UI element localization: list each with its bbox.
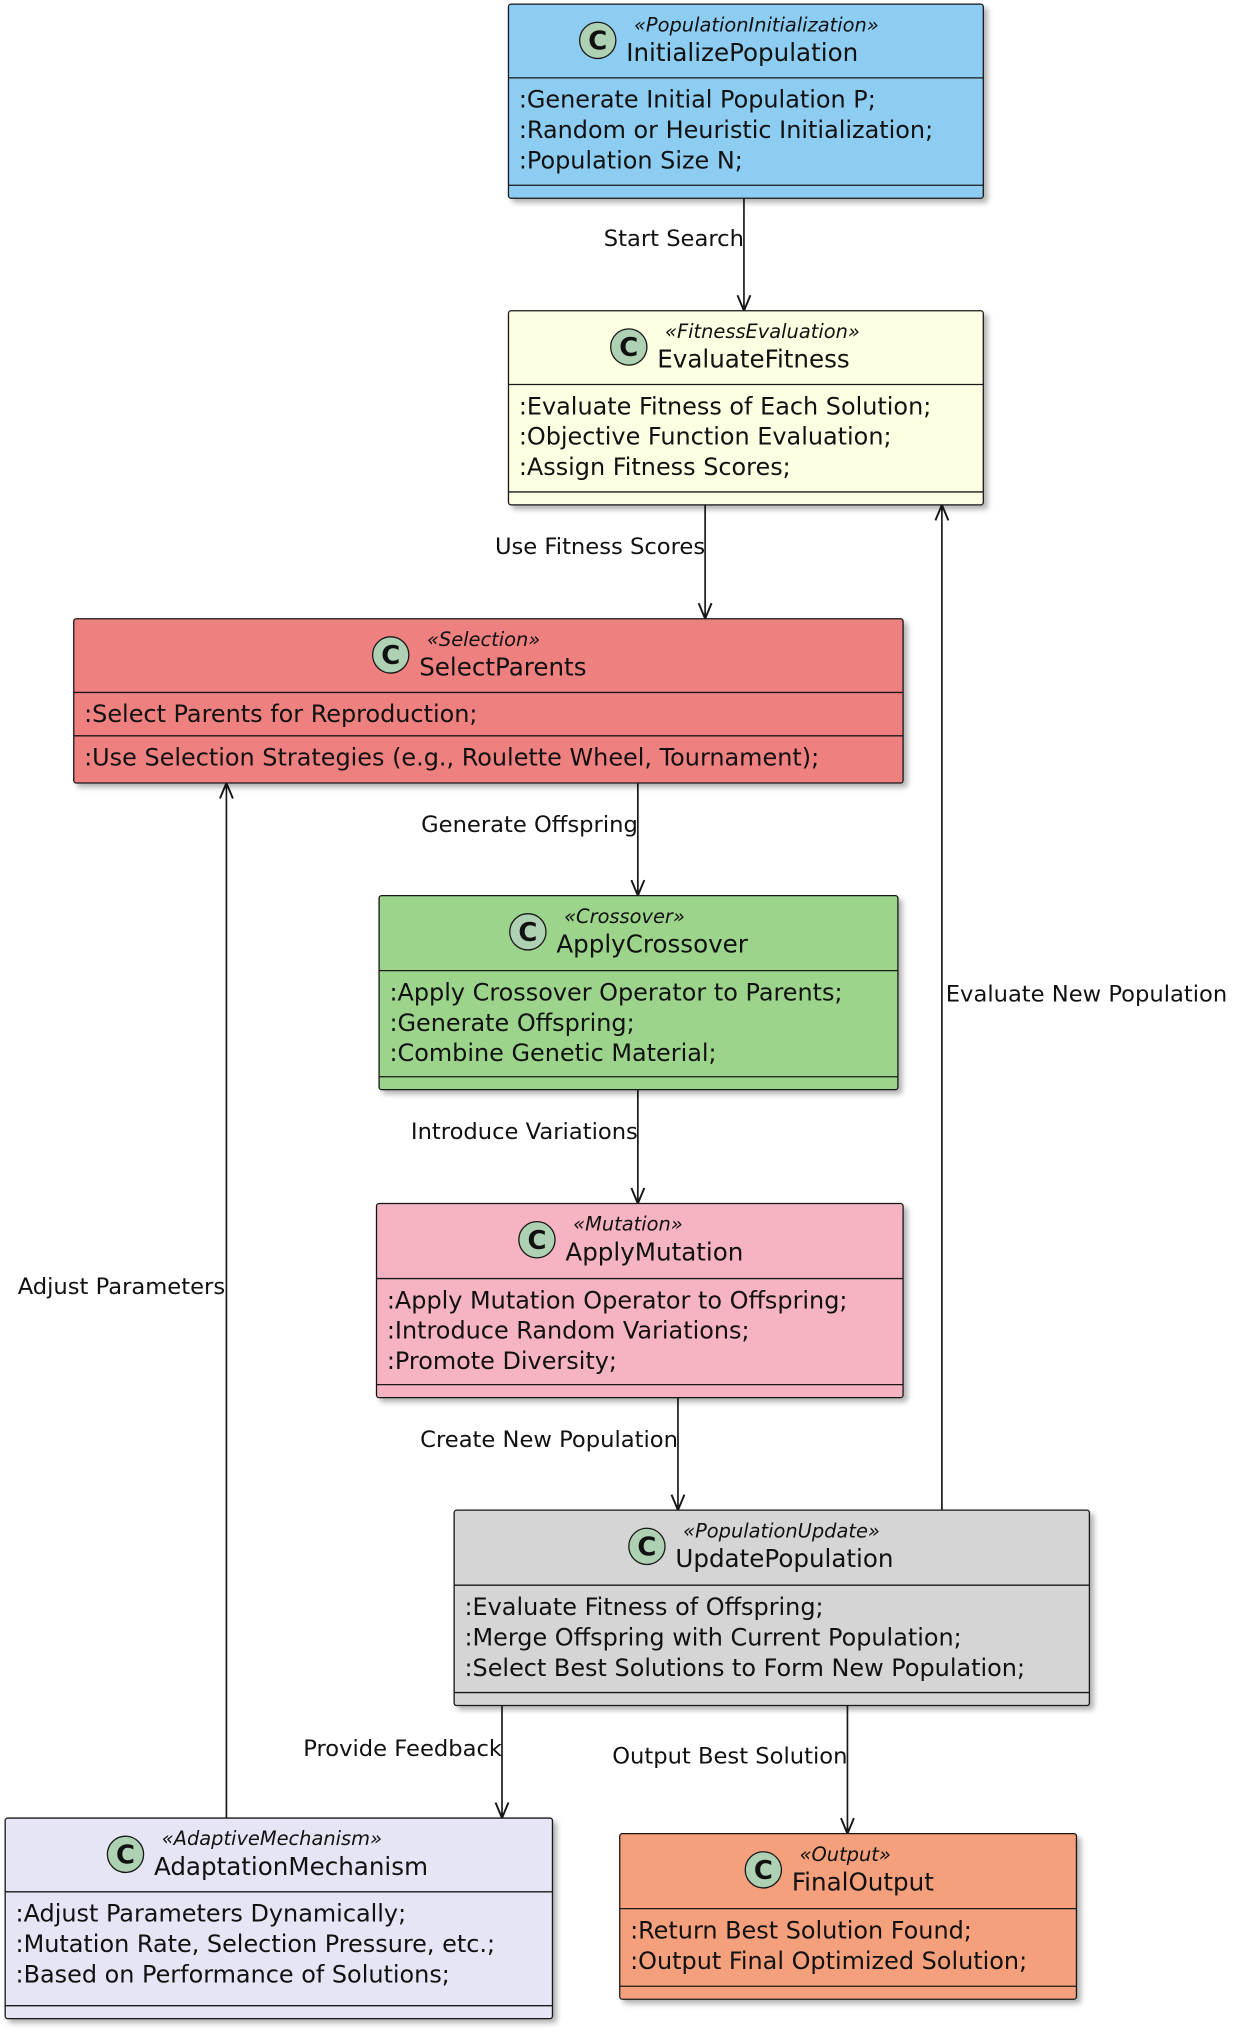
- edge-update-to-final: Output Best Solution: [612, 1705, 855, 1837]
- class-member: :Select Best Solutions to Form New Popul…: [464, 1654, 1025, 1682]
- edge-label: Introduce Variations: [411, 1119, 638, 1145]
- class-member: :Population Size N;: [519, 146, 743, 174]
- class-member: :Use Selection Strategies (e.g., Roulett…: [84, 744, 819, 772]
- class-member: :Random or Heuristic Initialization;: [519, 116, 933, 144]
- edge-update-to-eval: Evaluate New Population: [934, 502, 1227, 1511]
- class-box: [73, 618, 904, 784]
- edge-label: Adjust Parameters: [18, 1274, 225, 1300]
- class-c-letter: C: [116, 1840, 135, 1870]
- class-node-adapt: C «AdaptiveMechanism»AdaptationMechanism:…: [4, 1817, 554, 2020]
- class-member: :Combine Genetic Material;: [389, 1039, 716, 1067]
- class-stereotype: «PopulationUpdate»: [683, 1519, 880, 1542]
- edge-label: Generate Offspring: [421, 812, 638, 838]
- class-node-eval: C «FitnessEvaluation»EvaluateFitness :Eval…: [507, 310, 984, 506]
- class-c-letter: C: [527, 1226, 546, 1256]
- class-name: UpdatePopulation: [675, 1544, 893, 1573]
- class-member: :Adjust Parameters Dynamically;: [16, 1900, 407, 1928]
- class-c-icon: [610, 328, 648, 366]
- class-member: :Introduce Random Variations;: [387, 1317, 750, 1345]
- class-c-letter: C: [754, 1856, 773, 1886]
- class-box: [378, 894, 899, 1091]
- class-box: [619, 1832, 1078, 2000]
- edge-cross-to-mut: Introduce Variations: [411, 1089, 646, 1207]
- class-c-letter: C: [381, 641, 400, 671]
- class-member: :Assign Fitness Scores;: [519, 453, 791, 481]
- class-name: ApplyMutation: [565, 1237, 743, 1266]
- edge-label: Evaluate New Population: [946, 982, 1227, 1008]
- class-member: :Generate Initial Population P;: [519, 86, 876, 114]
- class-c-icon: [578, 21, 617, 60]
- class-c-icon: [518, 1220, 556, 1259]
- class-member: :Evaluate Fitness of Offspring;: [464, 1593, 823, 1621]
- class-box: [453, 1509, 1091, 1707]
- edge-label: Output Best Solution: [612, 1744, 847, 1770]
- class-c-letter: C: [637, 1532, 656, 1562]
- class-box: [4, 1817, 554, 2020]
- class-name: AdaptationMechanism: [154, 1852, 428, 1881]
- class-name: ApplyCrossover: [556, 930, 748, 959]
- edge-select-to-cross: Generate Offspring: [421, 783, 646, 899]
- edge-mut-to-update: Create New Population: [420, 1397, 686, 1513]
- class-member: :Promote Diversity;: [387, 1347, 617, 1375]
- class-name: EvaluateFitness: [657, 345, 850, 374]
- class-c-icon: [744, 1851, 783, 1889]
- class-box: [507, 3, 984, 199]
- class-c-icon: [509, 913, 547, 951]
- edge-init-to-eval: Start Search: [604, 198, 752, 314]
- class-c-icon: [628, 1527, 666, 1566]
- class-member: :Output Final Optimized Solution;: [630, 1947, 1027, 1975]
- class-stereotype: «Output»: [800, 1843, 891, 1866]
- class-stereotype: «Mutation»: [573, 1213, 683, 1236]
- class-member: :Generate Offspring;: [389, 1009, 634, 1037]
- class-stereotype: «Crossover»: [564, 905, 685, 928]
- edge-label: Use Fitness Scores: [495, 534, 705, 560]
- class-node-final: C «Output»FinalOutput :Return Best Solutio…: [619, 1832, 1078, 2000]
- class-node-update: C «PopulationUpdate»UpdatePopulation :Eval…: [453, 1509, 1091, 1707]
- class-member: :Apply Crossover Operator to Parents;: [389, 978, 842, 1006]
- edge-label: Provide Feedback: [303, 1736, 503, 1762]
- class-member: :Based on Performance of Solutions;: [16, 1960, 450, 1988]
- class-stereotype: «PopulationInitialization»: [634, 13, 879, 36]
- class-c-letter: C: [518, 918, 537, 948]
- class-member: :Evaluate Fitness of Each Solution;: [519, 392, 931, 420]
- class-c-icon: [371, 636, 410, 674]
- class-member: :Objective Function Evaluation;: [519, 423, 892, 451]
- edge-eval-to-select: Use Fitness Scores: [495, 504, 713, 622]
- edge-adapt-to-select: Adjust Parameters: [18, 780, 234, 1819]
- class-member: :Mutation Rate, Selection Pressure, etc.…: [16, 1930, 495, 1958]
- class-member: :Merge Offspring with Current Population…: [464, 1623, 961, 1651]
- class-box: [375, 1202, 904, 1399]
- class-node-init: C «PopulationInitialization»InitializePop…: [507, 3, 984, 199]
- edge-label: Start Search: [604, 226, 744, 252]
- class-c-letter: C: [588, 26, 607, 56]
- class-member: :Apply Mutation Operator to Offspring;: [387, 1286, 848, 1314]
- class-name: SelectParents: [419, 653, 586, 682]
- class-member: :Return Best Solution Found;: [630, 1916, 972, 1944]
- class-name: InitializePopulation: [626, 38, 858, 67]
- class-stereotype: «AdaptiveMechanism»: [162, 1827, 382, 1850]
- class-stereotype: «FitnessEvaluation»: [665, 320, 860, 343]
- class-name: FinalOutput: [792, 1868, 934, 1897]
- class-node-cross: C «Crossover»ApplyCrossover :Apply Crossov…: [378, 894, 899, 1091]
- class-c-letter: C: [619, 333, 638, 363]
- class-stereotype: «Selection»: [427, 628, 540, 651]
- edge-label: Create New Population: [420, 1427, 678, 1453]
- edge-update-to-adapt: Provide Feedback: [303, 1705, 510, 1821]
- class-node-select: C «Selection»SelectParents :Select Parents…: [73, 618, 904, 784]
- class-node-mut: C «Mutation»ApplyMutation :Apply Mutation …: [375, 1202, 904, 1399]
- class-c-icon: [106, 1835, 145, 1874]
- class-member: :Select Parents for Reproduction;: [84, 700, 477, 728]
